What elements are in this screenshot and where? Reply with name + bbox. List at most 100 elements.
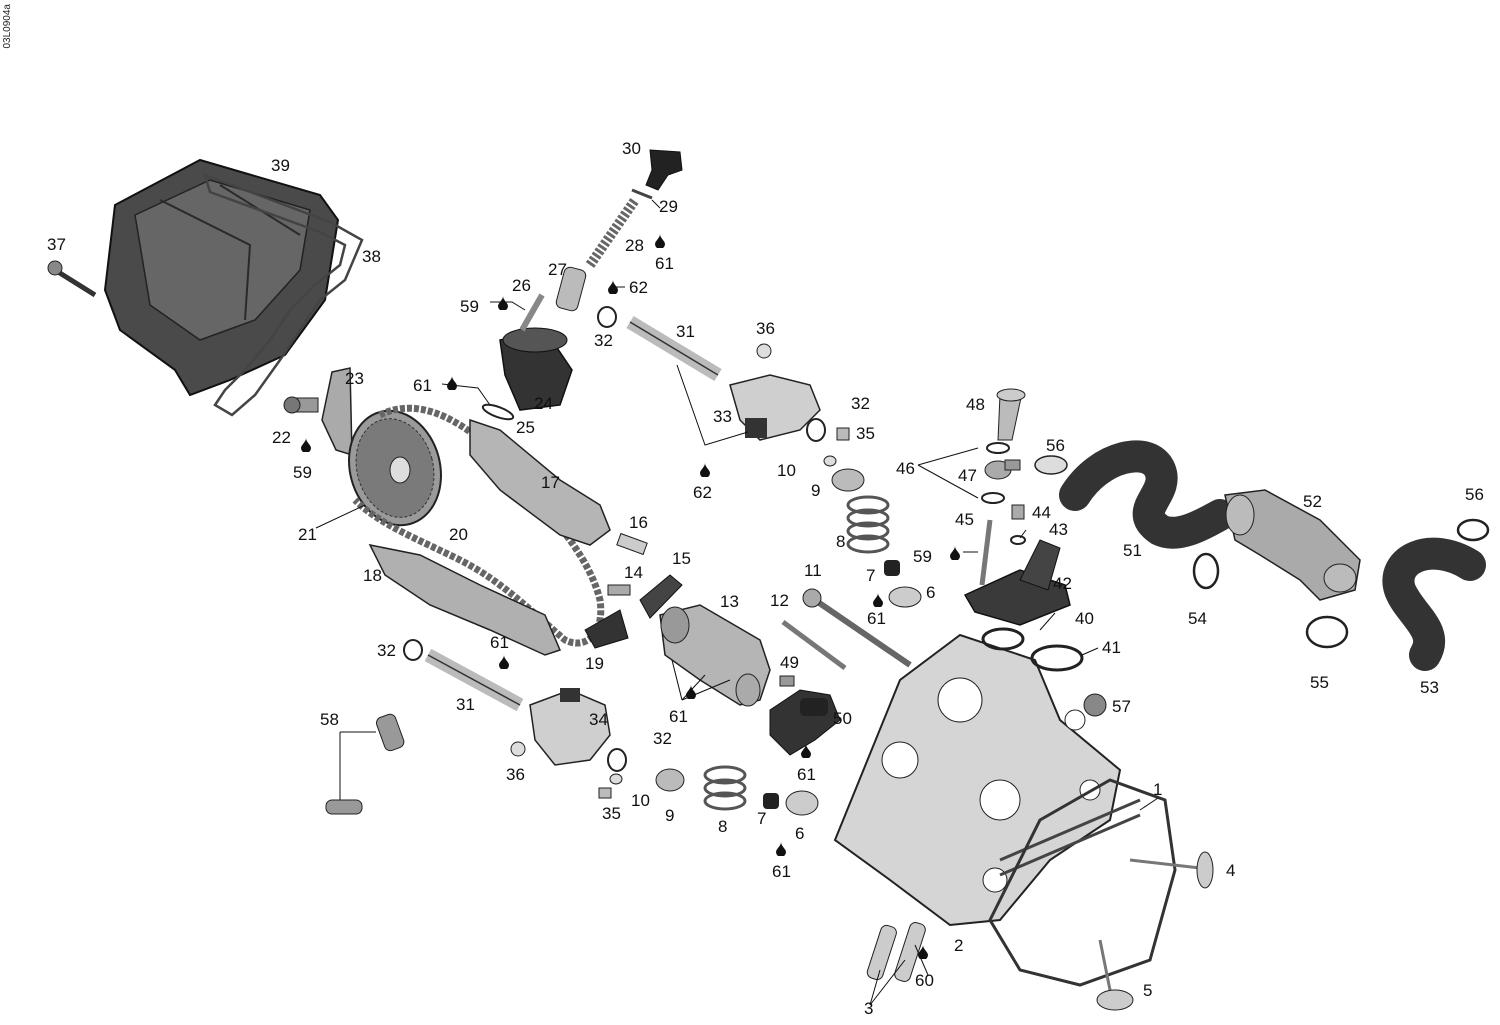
rocker-arm-34 (529, 688, 611, 766)
callout-7-upper: 7 (866, 566, 876, 585)
callout-61-upper-valve: 61 (867, 609, 886, 628)
callout-48: 48 (966, 395, 985, 414)
banjo-fitting (984, 459, 1021, 480)
callout-7-lower: 7 (757, 809, 767, 828)
callout-50: 50 (833, 709, 852, 728)
callout-31-upper: 31 (676, 322, 695, 341)
o-ring-41 (1030, 644, 1084, 672)
nut-36-lower (510, 741, 526, 757)
callout-9-lower: 9 (665, 806, 675, 825)
valve-guide-b (894, 922, 926, 982)
callout-30: 30 (622, 139, 641, 158)
banjo-washer-top (986, 442, 1010, 454)
valve-seal-lower (763, 793, 779, 809)
bleeder-44 (1011, 504, 1025, 520)
o-ring-25 (481, 403, 515, 421)
callout-6-upper: 6 (926, 583, 936, 602)
callout-36-upper: 36 (756, 319, 775, 338)
camshaft (659, 604, 771, 707)
callout-22: 22 (272, 428, 291, 447)
callout-8-upper: 8 (836, 532, 846, 551)
callout-35-upper: 35 (856, 424, 875, 443)
callout-10-upper: 10 (777, 461, 796, 480)
tensioner-plug (645, 149, 683, 191)
callout-9-upper: 9 (811, 481, 821, 500)
nut-36-upper (756, 343, 772, 359)
callout-61-lower-shaft: 61 (490, 633, 509, 652)
banjo-bolt (996, 388, 1026, 441)
callout-58: 58 (320, 710, 339, 729)
callout-42: 42 (1053, 574, 1072, 593)
retainer-clip (584, 609, 629, 649)
valve-guide-a (866, 924, 897, 981)
callout-29: 29 (659, 197, 678, 216)
coolant-fitting-52 (1224, 489, 1361, 601)
o-ring-32-upper (806, 418, 826, 442)
callout-25: 25 (516, 418, 535, 437)
clamp-55 (1305, 615, 1349, 649)
callout-34: 34 (589, 710, 608, 729)
callout-38: 38 (362, 247, 381, 266)
bracket (321, 367, 353, 457)
spring-seat-lower (785, 790, 819, 816)
valve-spring-lower (703, 765, 747, 811)
callout-47: 47 (958, 466, 977, 485)
cover-bolt (47, 260, 97, 298)
spring-retainer-lower (655, 768, 685, 792)
shoulder-bolt (283, 396, 319, 414)
callout-62-shaft: 62 (693, 483, 712, 502)
callout-10-lower: 10 (631, 791, 650, 810)
tensioner-plunger (555, 266, 587, 312)
bolt-14 (607, 584, 631, 596)
callout-14: 14 (624, 563, 643, 582)
callout-21: 21 (298, 525, 317, 544)
callout-60: 60 (915, 971, 934, 990)
callout-57: 57 (1112, 697, 1131, 716)
guide-pin (616, 532, 648, 556)
coolant-hose-53 (1382, 537, 1486, 671)
chain-tensioner-guide (469, 418, 611, 546)
tensioner-spring (585, 197, 640, 268)
callout-61-lower-valve: 61 (772, 862, 791, 881)
callout-1: 1 (1153, 780, 1163, 799)
callout-15: 15 (672, 549, 691, 568)
callout-59-bracket: 59 (293, 463, 312, 482)
callout-43: 43 (1049, 520, 1068, 539)
callout-24: 24 (534, 394, 553, 413)
valve-keeper-upper (823, 455, 837, 467)
callout-19: 19 (585, 654, 604, 673)
tensioner-bolt (519, 293, 545, 332)
callout-3: 3 (864, 999, 874, 1018)
sealing-washer (631, 188, 653, 200)
callout-23: 23 (345, 369, 364, 388)
callout-62-plunger: 62 (629, 278, 648, 297)
valve-cover (103, 158, 340, 397)
callout-18: 18 (363, 566, 382, 585)
callout-8-lower: 8 (718, 817, 728, 836)
callout-26: 26 (512, 276, 531, 295)
cylinder-head-gasket (988, 778, 1177, 987)
callout-45: 45 (955, 510, 974, 529)
o-ring-32-left (403, 639, 423, 661)
callout-46: 46 (896, 459, 915, 478)
clamp-54 (1192, 552, 1220, 590)
callout-59-left: 59 (460, 297, 479, 316)
callout-53: 53 (1420, 678, 1439, 697)
callout-32-left: 32 (377, 641, 396, 660)
callout-56-left: 56 (1046, 436, 1065, 455)
spring-retainer-upper (831, 468, 865, 492)
callout-5: 5 (1143, 981, 1153, 1000)
callout-59-housing: 59 (913, 547, 932, 566)
valve-seal-upper (884, 560, 900, 576)
clamp-56-left (1034, 455, 1068, 475)
callout-41: 41 (1102, 638, 1121, 657)
valve-cover-gasket (203, 172, 364, 417)
callout-49: 49 (780, 653, 799, 672)
callout-12: 12 (770, 591, 789, 610)
retainer-plate (639, 574, 683, 619)
valve-5 (1096, 939, 1134, 1011)
thermostat-housing (963, 539, 1071, 626)
callout-56-right: 56 (1465, 485, 1484, 504)
callout-4: 4 (1226, 861, 1236, 880)
